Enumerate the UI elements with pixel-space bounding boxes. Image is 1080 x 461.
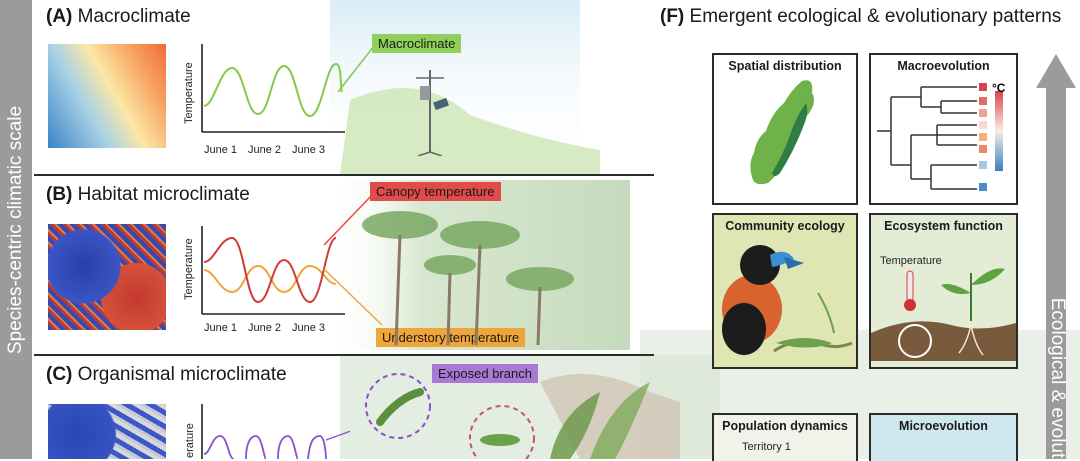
panel-b-tick-3: June 3 bbox=[292, 322, 326, 334]
panel-a-label: Macroclimate bbox=[77, 6, 191, 27]
panel-b-label: Habitat microclimate bbox=[77, 184, 250, 205]
panel-b-tick-1: June 1 bbox=[204, 322, 238, 334]
spatial-distribution-box: Spatial distribution bbox=[712, 53, 858, 205]
panel-a-tick-2: June 2 bbox=[248, 144, 282, 156]
community-ecology-title: Community ecology bbox=[725, 219, 845, 233]
macroclimate-chart bbox=[201, 44, 345, 133]
organismal-line bbox=[203, 435, 327, 459]
panel-f-label: Emergent ecological & evolutionary patte… bbox=[689, 6, 1062, 27]
territory-label: Territory 1 bbox=[742, 441, 791, 453]
madagascar-map-icon bbox=[750, 80, 814, 185]
organismal-chart bbox=[201, 404, 350, 459]
panel-c-ylabel: erature bbox=[184, 423, 196, 458]
climatic-scale-sidebar bbox=[0, 0, 32, 459]
panel-a-tick-1: June 1 bbox=[204, 144, 238, 156]
ecosystem-function-title: Ecosystem function bbox=[884, 219, 1003, 233]
macroclimate-connector bbox=[337, 45, 375, 93]
community-ecology-box: Community ecology bbox=[712, 213, 858, 369]
macroclimate-line bbox=[203, 62, 343, 118]
habitat-chart bbox=[201, 226, 345, 315]
macroevolution-unit: °C bbox=[992, 81, 1006, 95]
macroevolution-box: Macroevolution °C bbox=[869, 53, 1018, 205]
ecosystem-temperature-label: Temperature bbox=[880, 255, 942, 267]
climatic-scale-label: Species-centric climatic scale bbox=[5, 105, 26, 355]
panel-a-tick-3: June 3 bbox=[292, 144, 326, 156]
panel-f-title: (F) Emergent ecological & evolutionary p… bbox=[660, 6, 1061, 28]
panel-c-label: Organismal microclimate bbox=[77, 364, 287, 385]
canopy-line bbox=[203, 236, 337, 304]
panel-c-letter: (C) bbox=[46, 364, 73, 385]
exposed-branch-tag: Exposed branch bbox=[432, 364, 538, 383]
spatial-distribution-title: Spatial distribution bbox=[728, 59, 842, 73]
panel-f-letter: (F) bbox=[660, 6, 685, 27]
panel-a-title: (A) Macroclimate bbox=[46, 6, 191, 28]
macroclimate-tag: Macroclimate bbox=[372, 34, 462, 53]
panel-a-ylabel: Temperature bbox=[183, 62, 195, 124]
weather-station-icon bbox=[416, 70, 449, 156]
ecosystem-function-box: Ecosystem function Temperature bbox=[869, 213, 1018, 369]
panel-b-letter: (B) bbox=[46, 184, 73, 205]
understory-temperature-tag: Understory temperature bbox=[376, 328, 526, 347]
panel-c-title: (C) Organismal microclimate bbox=[46, 364, 287, 386]
canopy-temperature-tag: Canopy temperature bbox=[370, 182, 501, 201]
bird-lizard-illustration bbox=[722, 245, 853, 355]
panel-a-letter: (A) bbox=[46, 6, 73, 27]
divider-b-c bbox=[34, 354, 654, 356]
thermometer-soil-illustration bbox=[871, 268, 1016, 361]
population-dynamics-title: Population dynamics bbox=[722, 419, 848, 433]
panel-b-tick-2: June 2 bbox=[248, 322, 282, 334]
panel-b-title: (B) Habitat microclimate bbox=[46, 184, 250, 206]
divider-a-b bbox=[34, 174, 654, 176]
right-arrow-icon bbox=[1036, 54, 1076, 459]
understory-line bbox=[203, 264, 337, 294]
habitat-connectors bbox=[323, 192, 383, 326]
microevolution-title: Microevolution bbox=[899, 419, 988, 433]
panel-b-ylabel: Temperature bbox=[183, 238, 195, 300]
macroclimate-map bbox=[48, 44, 166, 148]
forest-trees-illustration bbox=[362, 211, 574, 345]
population-dynamics-box: Population dynamics Territory 1 bbox=[712, 413, 858, 461]
habitat-microclimate-map bbox=[48, 224, 166, 330]
organismal-scene-illustration bbox=[365, 373, 680, 459]
microevolution-box: Microevolution bbox=[869, 413, 1018, 461]
phylogeny-icon bbox=[877, 83, 1003, 191]
organismal-microclimate-map bbox=[48, 404, 166, 459]
macroevolution-title: Macroevolution bbox=[897, 59, 990, 73]
ecological-evolutionary-label: Ecological & evolut bbox=[1047, 297, 1068, 459]
